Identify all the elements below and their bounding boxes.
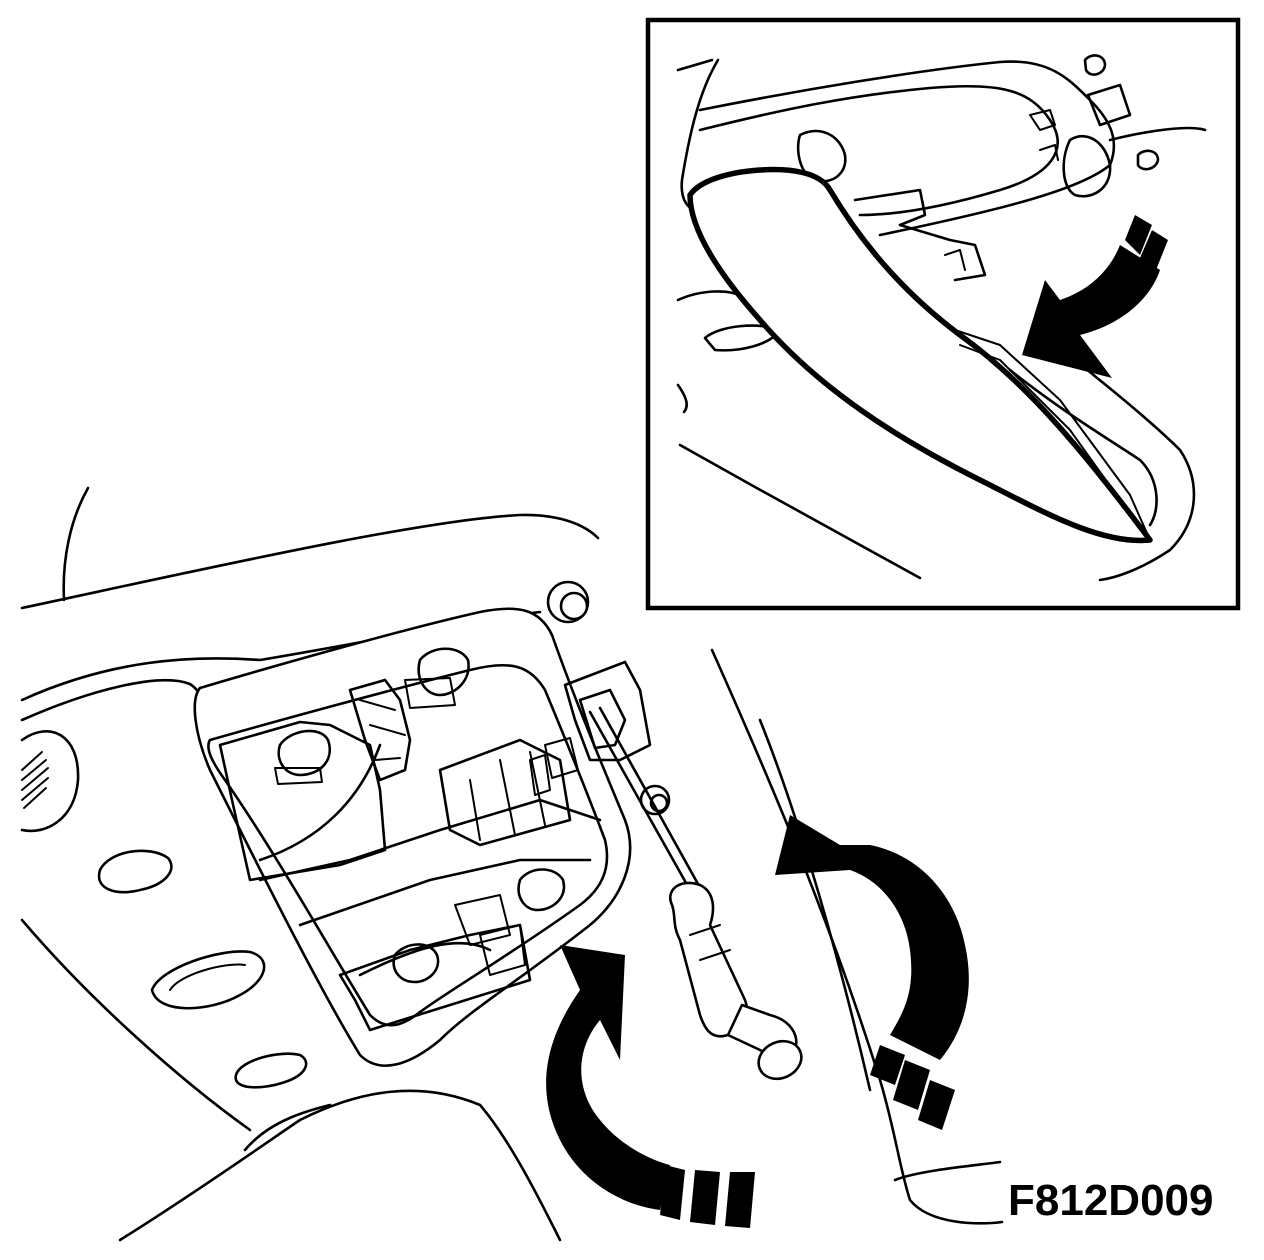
inset-socket-right <box>1062 134 1112 198</box>
lamp-curve-left <box>258 743 382 862</box>
mount-bracket-detail <box>544 737 579 779</box>
inset-bracket <box>1086 83 1132 127</box>
housing-divider-2 <box>298 858 592 927</box>
lamp-lens-edge <box>954 329 1151 541</box>
inset-detail <box>645 17 1241 611</box>
headliner-top-line <box>20 513 600 610</box>
main-view <box>20 486 1004 1242</box>
lamp-clip-left <box>277 729 331 777</box>
inset-slot-2 <box>676 383 688 414</box>
pillar-line-3 <box>893 1160 1002 1182</box>
lamp-clip-lower-2 <box>392 943 440 984</box>
vent-housing <box>20 730 80 833</box>
inset-console-top <box>698 60 1116 237</box>
lamp-lower-detail <box>454 894 526 976</box>
panel-bottom-2 <box>243 1103 332 1152</box>
screwdriver-icon <box>588 706 803 1081</box>
housing-mid-block <box>438 738 572 847</box>
lamp-bracket-upper <box>348 678 412 782</box>
lamp-housing-lower <box>338 923 532 1032</box>
lamp-clip-upper <box>417 647 470 697</box>
lamp-lens-edge-2 <box>959 344 1121 501</box>
lamp-curve-lower <box>358 941 492 977</box>
mount-bracket-right-inner <box>578 688 627 750</box>
pillar-line-1 <box>710 648 1004 1225</box>
inset-socket <box>796 129 847 183</box>
inset-screw-right <box>1136 149 1160 171</box>
inset-lower-housing <box>853 188 987 282</box>
screw-top <box>546 580 590 624</box>
inset-lower-line-2 <box>1048 338 1196 582</box>
lamp-bezel-inner <box>207 663 609 1027</box>
vent-grille <box>21 751 49 809</box>
panel-slot-3 <box>234 1052 308 1089</box>
housing-divider <box>258 798 602 882</box>
lamp-clip-upper-detail <box>404 677 456 709</box>
inset-console-inner <box>698 84 1059 217</box>
curved-arrow-icon <box>546 945 755 1228</box>
inset-line-left <box>676 58 714 72</box>
panel-slot-2 <box>150 950 266 1010</box>
lamp-clip-lower <box>517 868 566 912</box>
inset-lower-line <box>678 443 922 580</box>
inset-right-edge <box>1108 126 1207 142</box>
inset-lower-line-3 <box>1008 368 1158 527</box>
push-down-arrow-icon <box>1022 215 1168 378</box>
inset-screw-top <box>1083 54 1107 76</box>
mount-bracket-detail-2 <box>529 754 551 796</box>
panel-bottom <box>118 1089 562 1242</box>
headliner-edge <box>62 486 90 602</box>
mount-bracket-right <box>563 660 652 762</box>
lamp-bezel <box>193 607 632 1067</box>
curved-arrow-icon-right <box>775 815 969 1130</box>
lamp-housing-left <box>218 720 387 882</box>
pillar-line-2 <box>758 718 872 1092</box>
housing-mid-lines <box>469 751 546 841</box>
inset-lower-detail <box>944 249 966 271</box>
inset-frame <box>645 17 1241 611</box>
panel-lower-edge <box>20 918 252 1132</box>
panel-slot-2-inner <box>169 963 246 991</box>
lamp-clip-left-detail <box>274 767 323 785</box>
panel-slot-1 <box>97 849 173 894</box>
inset-clip-detail <box>1029 109 1059 161</box>
figure-code-label: F812D009 <box>1008 1176 1214 1225</box>
lamp-bracket-lines <box>359 699 406 761</box>
